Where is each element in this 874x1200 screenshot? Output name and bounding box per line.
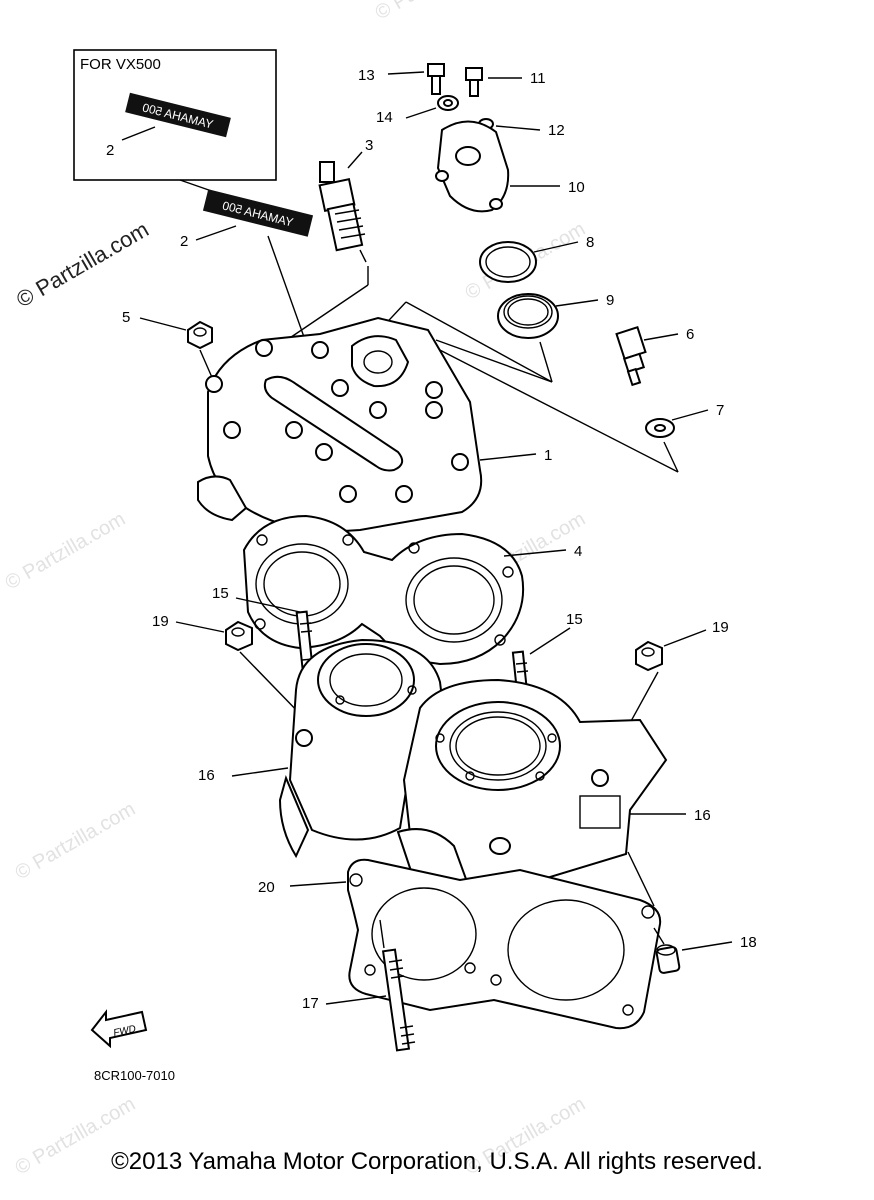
temperature-sensor (615, 325, 647, 387)
watermark: © Partzilla.com (2, 508, 130, 594)
callout-16: 16 (198, 767, 215, 784)
callout-19: 19 (712, 619, 729, 636)
fwd-arrow-icon: FWD (90, 1009, 148, 1049)
cylinder-left (278, 638, 450, 859)
callout-4: 4 (574, 543, 582, 560)
callout-15: 15 (212, 585, 229, 602)
vx500-inset: FOR VX500 YAMAHA 500 2 (73, 49, 277, 197)
bolt-11 (465, 67, 483, 97)
callout-17: 17 (302, 995, 319, 1012)
thermostat (497, 293, 559, 339)
callout-15: 15 (566, 611, 583, 628)
watermark: © Partzilla.com (12, 798, 140, 884)
callout-5: 5 (122, 309, 130, 326)
callout-11: 11 (530, 70, 546, 87)
callout-2: 2 (180, 233, 188, 250)
callout-18: 18 (740, 934, 757, 951)
spark-plug (318, 161, 367, 263)
nut-19-right (635, 640, 663, 672)
callout-13: 13 (358, 67, 375, 84)
stud-17 (381, 948, 416, 1052)
callout-16: 16 (694, 807, 711, 824)
callout-20: 20 (258, 879, 275, 896)
part-code: 8CR100-7010 (94, 1068, 175, 1083)
decal-2: YAMAHA 500 (202, 189, 314, 237)
callout-2: 2 (106, 142, 114, 159)
cylinder-head (197, 316, 483, 533)
cylinder-right (396, 678, 668, 908)
callout-6: 6 (686, 326, 694, 343)
base-gasket (347, 858, 662, 1030)
callout-14: 14 (376, 109, 393, 126)
thermostat-cover (435, 120, 510, 213)
dowel-pin (655, 944, 681, 974)
watermark-main: © Partzilla.com (12, 217, 153, 313)
callout-3: 3 (365, 137, 373, 154)
inset-title: FOR VX500 (80, 56, 161, 73)
bolt-13 (427, 63, 445, 95)
callout-12: 12 (548, 122, 565, 139)
o-ring (479, 241, 537, 283)
callout-8: 8 (586, 234, 594, 251)
washer-7 (645, 418, 675, 438)
fwd-label: FWD (112, 1024, 137, 1039)
nut-19-left (225, 620, 253, 652)
callout-10: 10 (568, 179, 585, 196)
watermark: © Partzilla.com (372, 0, 500, 24)
callout-19: 19 (152, 613, 169, 630)
callout-9: 9 (606, 292, 614, 309)
washer-14 (437, 95, 459, 111)
nut-5 (187, 320, 213, 350)
callout-7: 7 (716, 402, 724, 419)
callout-1: 1 (544, 447, 552, 464)
copyright-notice: ©2013 Yamaha Motor Corporation, U.S.A. A… (111, 1148, 763, 1175)
